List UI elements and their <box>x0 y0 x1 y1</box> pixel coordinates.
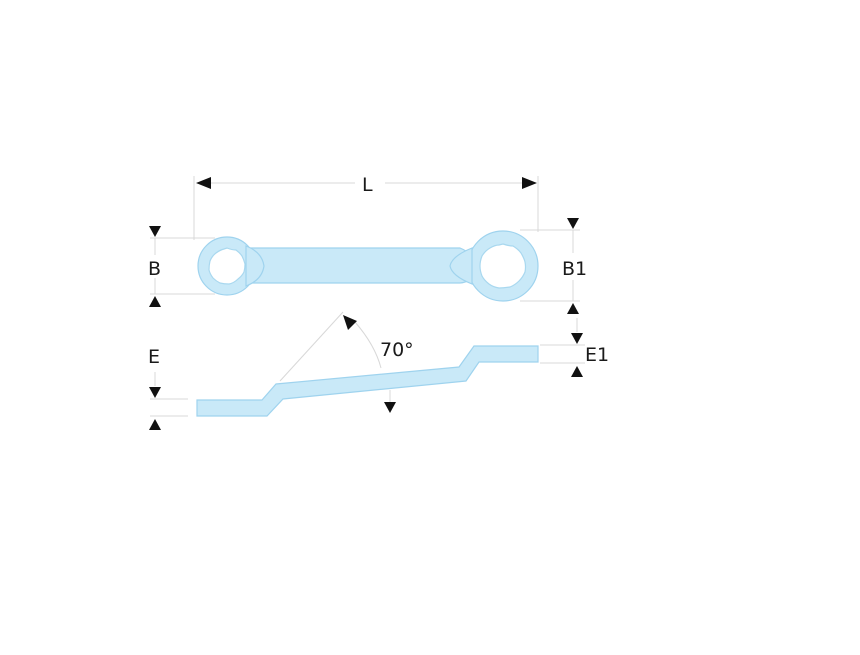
right-ring-opening <box>479 243 527 289</box>
thickness-right-dimension: E1 <box>540 318 609 377</box>
wrench-side-view <box>196 345 539 417</box>
top-view: L B B1 <box>148 174 587 314</box>
angle-dimension: 70° <box>279 311 414 413</box>
arrow-down-icon <box>571 333 583 344</box>
arrow-up-icon <box>567 303 579 314</box>
ring-width-right-dimension: B1 <box>520 218 587 314</box>
ring-width-left-label: B <box>148 258 161 280</box>
ring-width-right-label: B1 <box>562 258 587 280</box>
arrow-up-icon <box>571 366 583 377</box>
side-view: E E1 70° <box>148 311 609 430</box>
arrow-angle-icon <box>343 315 357 330</box>
arrow-up-icon <box>149 296 161 307</box>
arrow-right-icon <box>522 177 537 189</box>
thickness-right-label: E1 <box>585 344 609 366</box>
arrow-down-icon <box>149 387 161 398</box>
ring-width-left-dimension: B <box>148 226 215 307</box>
arrow-down-icon <box>149 226 161 237</box>
arrow-down-icon <box>567 218 579 229</box>
left-ring-opening <box>208 247 246 285</box>
arrow-down-icon <box>384 402 396 413</box>
thickness-left-label: E <box>148 346 160 368</box>
arrow-up-icon <box>149 419 161 430</box>
length-dimension: L <box>193 174 539 240</box>
arrow-left-icon <box>196 177 211 189</box>
wrench-top-view <box>197 230 539 302</box>
length-label: L <box>362 174 373 196</box>
thickness-left-dimension: E <box>148 346 188 430</box>
angle-label: 70° <box>380 339 414 361</box>
